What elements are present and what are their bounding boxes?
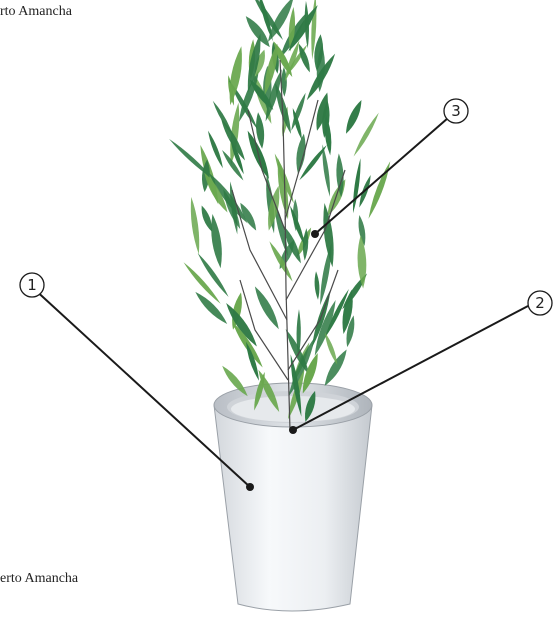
callout-3: 3 xyxy=(311,99,468,238)
leaf xyxy=(294,133,308,175)
callout-1-dot xyxy=(246,483,254,491)
leaf xyxy=(356,235,367,289)
leaf xyxy=(321,347,350,388)
callout-1-label: 1 xyxy=(27,276,37,294)
callout-3-label: 3 xyxy=(451,102,461,120)
leaf xyxy=(188,197,202,255)
leaf xyxy=(251,284,282,331)
leaf xyxy=(343,98,365,135)
callout-1: 1 xyxy=(20,273,254,491)
leaf xyxy=(196,252,231,299)
leaf xyxy=(226,45,246,106)
pot xyxy=(214,383,372,611)
leaf xyxy=(211,100,235,137)
leaf xyxy=(314,271,321,300)
callout-3-dot xyxy=(311,230,319,238)
callout-2-dot xyxy=(289,426,297,434)
callout-2-label: 2 xyxy=(535,294,545,312)
